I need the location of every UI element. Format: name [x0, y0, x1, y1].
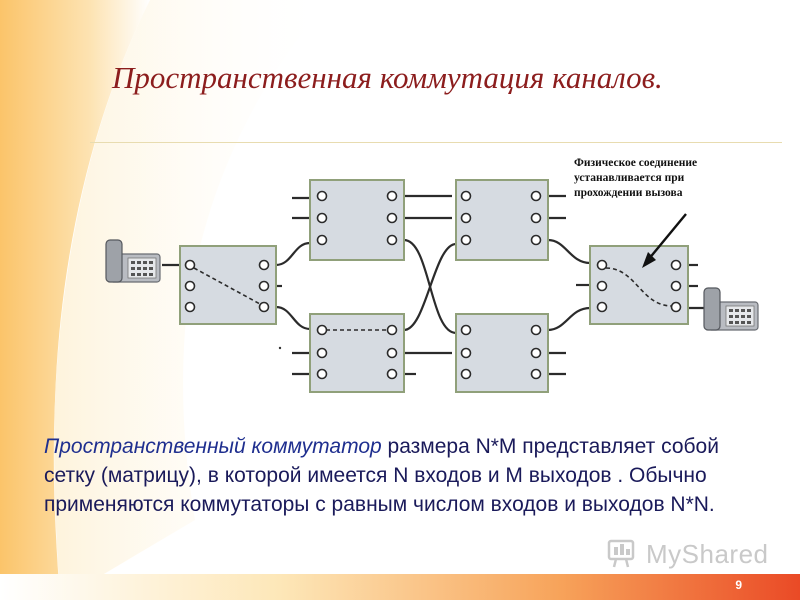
- telephone-icon: [105, 239, 161, 283]
- diagram-annotation: Физическое соединение устанавливается пр…: [574, 156, 774, 201]
- page-number: 9: [735, 578, 742, 592]
- arrow-icon: [642, 213, 687, 268]
- annotation-line: прохождении вызова: [574, 187, 683, 199]
- title-divider: [90, 142, 782, 143]
- annotation-line: Физическое соединение: [574, 157, 698, 169]
- body-emphasis: Пространственный коммутатор: [44, 435, 382, 458]
- myshared-logo-icon: [607, 539, 635, 568]
- telephone-icon: [703, 287, 759, 331]
- footer-bar: [0, 574, 800, 600]
- annotation-line: устанавливается при: [574, 172, 685, 184]
- slide-body-text: Пространственный коммутатор размера N*M …: [44, 432, 764, 519]
- switching-network-diagram: [105, 179, 759, 393]
- watermark-text: MyShared: [646, 538, 769, 569]
- body-text-rest: размера N*M представляет собой сетку (ма…: [44, 435, 719, 516]
- switch-stage1: [179, 245, 277, 325]
- slide-title: Пространственная коммутация каналов.: [112, 60, 663, 95]
- watermark: MyShared: [606, 534, 769, 574]
